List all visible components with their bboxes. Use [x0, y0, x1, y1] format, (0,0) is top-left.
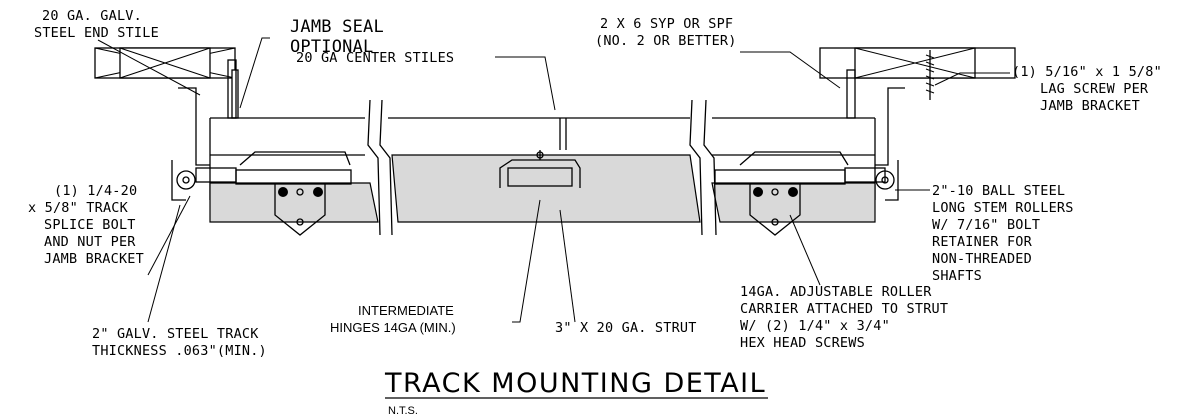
label-strut: 3" X 20 GA. STRUT	[555, 320, 697, 336]
svg-text:AND NUT PER: AND NUT PER	[44, 234, 136, 250]
svg-text:SHAFTS: SHAFTS	[932, 268, 982, 284]
svg-text:STEEL END STILE: STEEL END STILE	[34, 25, 159, 41]
svg-text:(NO. 2 OR BETTER): (NO. 2 OR BETTER)	[595, 33, 737, 49]
svg-text:HINGES 14GA (MIN.): HINGES 14GA (MIN.)	[330, 320, 456, 335]
svg-text:JAMB SEAL: JAMB SEAL	[290, 17, 384, 37]
intermediate-hinge	[499, 150, 581, 188]
svg-text:LAG SCREW PER: LAG SCREW PER	[1040, 81, 1149, 97]
label-center-stiles: 20 GA CENTER STILES	[296, 50, 454, 66]
label-hinges: INTERMEDIATE HINGES 14GA (MIN.)	[330, 303, 456, 335]
svg-text:JAMB BRACKET: JAMB BRACKET	[44, 251, 144, 267]
leader-lines	[97, 37, 1010, 323]
right-track-assembly	[714, 87, 905, 236]
svg-text:INTERMEDIATE: INTERMEDIATE	[358, 303, 454, 318]
label-splice-bolt: (1) 1/4-20 x 5/8" TRACK SPLICE BOLT AND …	[28, 183, 144, 267]
label-end-stile: 20 GA. GALV. STEEL END STILE	[34, 8, 159, 41]
svg-text:2"-10 BALL STEEL: 2"-10 BALL STEEL	[932, 183, 1065, 199]
svg-text:(1) 1/4-20: (1) 1/4-20	[54, 183, 137, 199]
scale-note: N.T.S.	[388, 405, 418, 417]
svg-text:TRACK MOUNTING DETAIL: TRACK MOUNTING DETAIL	[384, 368, 766, 399]
svg-text:14GA. ADJUSTABLE ROLLER: 14GA. ADJUSTABLE ROLLER	[740, 284, 932, 300]
svg-text:LONG STEM ROLLERS: LONG STEM ROLLERS	[932, 200, 1074, 216]
svg-text:20 GA. GALV.: 20 GA. GALV.	[42, 8, 142, 24]
svg-text:(1) 5/16" x 1 5/8": (1) 5/16" x 1 5/8"	[1012, 64, 1162, 80]
label-track: 2" GALV. STEEL TRACK THICKNESS .063"(MIN…	[92, 326, 267, 359]
svg-text:2" GALV. STEEL TRACK: 2" GALV. STEEL TRACK	[92, 326, 259, 342]
svg-text:HEX HEAD SCREWS: HEX HEAD SCREWS	[740, 335, 865, 351]
svg-text:SPLICE BOLT: SPLICE BOLT	[44, 217, 136, 233]
label-lag-screw: (1) 5/16" x 1 5/8" LAG SCREW PER JAMB BR…	[1012, 64, 1162, 114]
svg-text:THICKNESS .063"(MIN.): THICKNESS .063"(MIN.)	[92, 343, 267, 359]
svg-text:OPTIONAL: OPTIONAL	[290, 37, 373, 57]
svg-text:W/ (2) 1/4" x 3/4": W/ (2) 1/4" x 3/4"	[740, 318, 890, 334]
center-stile	[559, 118, 567, 150]
svg-text:CARRIER ATTACHED TO STRUT: CARRIER ATTACHED TO STRUT	[740, 301, 948, 317]
label-jamb-seal: JAMB SEAL OPTIONAL	[290, 17, 384, 57]
svg-text:RETAINER FOR: RETAINER FOR	[932, 234, 1033, 250]
svg-text:NON-THREADED: NON-THREADED	[932, 251, 1032, 267]
break-lines	[367, 99, 717, 236]
label-rollers: 2"-10 BALL STEEL LONG STEM ROLLERS W/ 7/…	[932, 183, 1074, 284]
label-lumber: 2 X 6 SYP OR SPF (NO. 2 OR BETTER)	[595, 16, 737, 49]
svg-text:2 X 6 SYP OR SPF: 2 X 6 SYP OR SPF	[600, 16, 733, 32]
svg-text:x 5/8" TRACK: x 5/8" TRACK	[28, 200, 129, 216]
left-jamb-lumber	[94, 47, 236, 79]
lag-screw	[925, 50, 935, 100]
detail-title: TRACK MOUNTING DETAIL N.T.S.	[384, 368, 768, 417]
svg-text:W/ 7/16" BOLT: W/ 7/16" BOLT	[932, 217, 1040, 233]
strut	[209, 154, 876, 223]
label-roller-carrier: 14GA. ADJUSTABLE ROLLER CARRIER ATTACHED…	[740, 284, 948, 351]
svg-text:JAMB BRACKET: JAMB BRACKET	[1040, 98, 1140, 114]
